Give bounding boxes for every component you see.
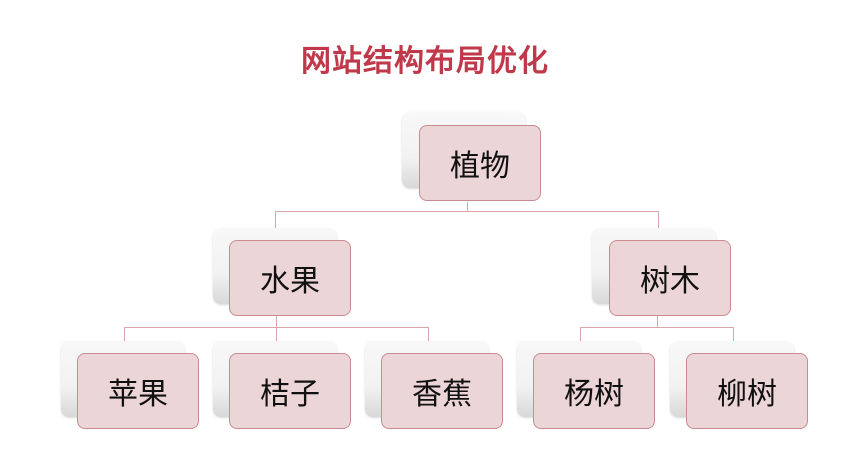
node-trees[interactable]: 树木 (609, 240, 731, 316)
connector (580, 327, 581, 353)
node-orange[interactable]: 桔子 (229, 353, 351, 429)
node-banana[interactable]: 香蕉 (381, 353, 503, 429)
connector (657, 316, 658, 328)
slide-title: 网站结构布局优化 (301, 44, 549, 79)
connector (275, 211, 659, 212)
node-willow[interactable]: 柳树 (686, 353, 808, 429)
node-apple[interactable]: 苹果 (77, 353, 199, 429)
connector (733, 327, 734, 353)
node-poplar[interactable]: 杨树 (533, 353, 655, 429)
connector (124, 327, 125, 353)
connector (276, 327, 277, 353)
connector (275, 211, 276, 240)
node-fruit[interactable]: 水果 (229, 240, 351, 316)
connector (580, 327, 733, 328)
connector (428, 327, 429, 353)
connector (467, 202, 468, 212)
connector (276, 316, 277, 328)
connector (658, 211, 659, 240)
node-root[interactable]: 植物 (419, 125, 541, 201)
